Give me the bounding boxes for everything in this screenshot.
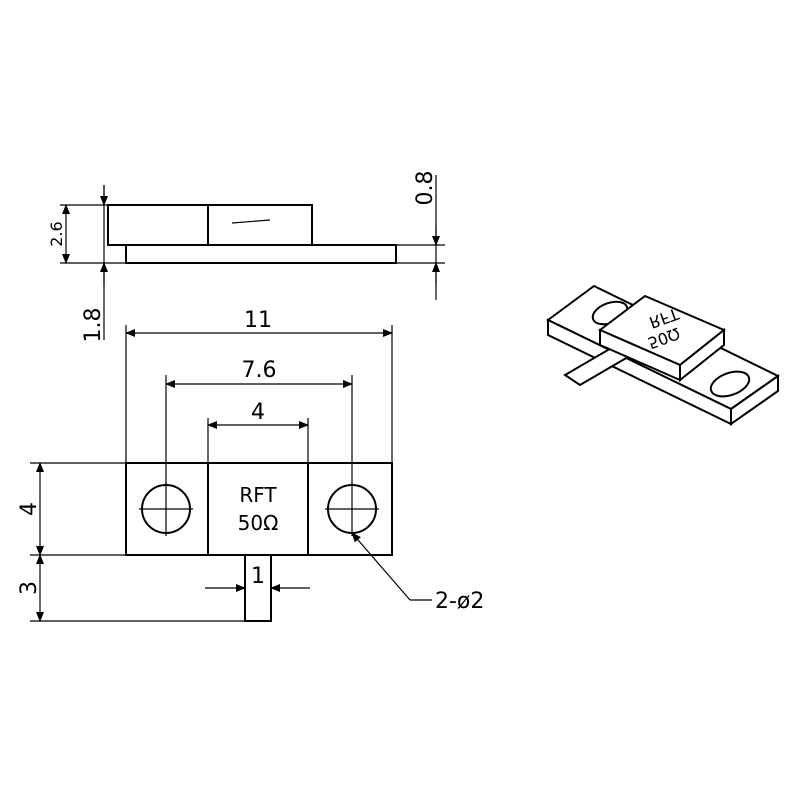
iso-hole-right [709,370,751,398]
side-body-mark [231,219,271,224]
iso-body-side [679,327,725,383]
body-marking-line2: 50Ω [238,511,279,535]
side-flange [125,244,397,264]
dim-overall-length: 11 [125,308,393,463]
dim-label-height-top: 2.6 [47,221,66,246]
top-view: RFT 50Ω 11 7.6 [17,308,484,622]
dim-flange-offset: 1.8 [81,185,108,343]
dim-flange-thickness: 0.8 [396,171,445,300]
iso-flange-side [730,374,779,426]
side-body [107,204,313,246]
dim-label-flange-offset: 1.8 [81,308,106,343]
dim-label-flange-height: 4 [17,502,42,516]
dim-label-hole-callout: 2-ø2 [435,589,484,614]
dim-label-lead-width: 1 [251,564,265,589]
dim-label-hole-spacing: 7.6 [242,358,277,383]
dim-lead-width: 1 [205,564,310,592]
dim-label-flange-thickness: 0.8 [413,171,438,206]
body-marking-line1: RFT [239,483,277,507]
dim-height-top: 2.6 [47,204,126,264]
dim-label-overall-length: 11 [244,308,272,333]
mounting-hole-left [139,482,193,536]
dim-label-body-width: 4 [251,400,265,425]
dim-lead-length: 3 [17,554,245,622]
mounting-hole-right [325,482,379,536]
dim-label-lead-length: 3 [17,581,42,595]
dim-hole-spacing: 7.6 [165,358,353,485]
isometric-view: RFT 50Ω [546,284,780,426]
dim-body-width: 4 [207,400,309,463]
hole-callout: 2-ø2 [351,532,484,614]
dim-flange-height: 4 [17,462,126,556]
side-view: 2.6 1.8 0.8 [47,171,445,343]
resistor-body [207,462,309,556]
